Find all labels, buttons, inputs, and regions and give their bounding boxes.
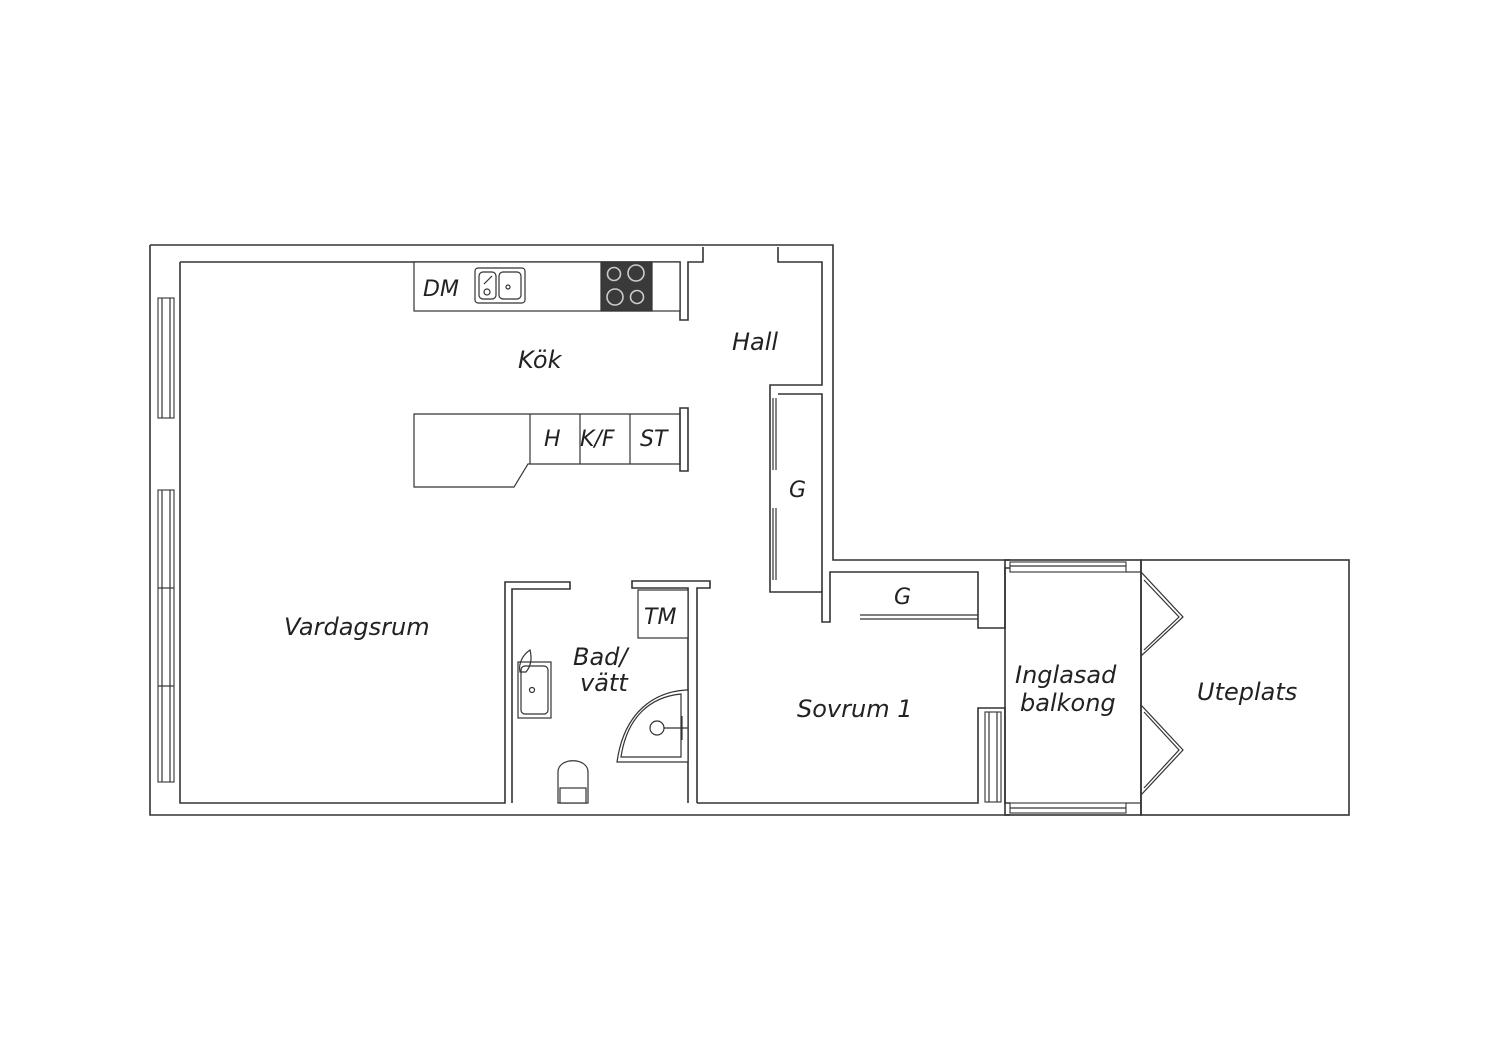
wardrobe-wall	[778, 393, 823, 592]
stove-icon	[600, 261, 653, 312]
window-icon	[157, 489, 175, 783]
room-label-balcony-line1: Inglasad	[1015, 661, 1117, 689]
label-washing-machine: TM	[644, 605, 676, 630]
shower-icon	[616, 689, 689, 763]
label-oven: H	[544, 427, 561, 452]
door-icon	[860, 614, 978, 620]
island-wall	[679, 407, 689, 472]
room-label-bathroom-line2: vätt	[580, 669, 629, 697]
washbasin-icon	[517, 649, 552, 719]
washing-machine	[637, 589, 689, 639]
label-storage: ST	[640, 427, 669, 452]
door-icon	[1140, 571, 1184, 796]
room-label-living-room: Vardagsrum	[284, 613, 430, 641]
label-fridge-freezer: K/F	[580, 427, 615, 452]
toilet-icon	[557, 760, 589, 804]
room-label-balcony-line2: balkong	[1020, 689, 1116, 717]
window-icon	[984, 711, 1002, 803]
room-label-hall: Hall	[732, 328, 778, 356]
label-dishwasher: DM	[423, 277, 459, 302]
inner-wall	[179, 262, 571, 804]
room-label-terrace: Uteplats	[1197, 678, 1297, 706]
room-label-kitchen: Kök	[518, 346, 563, 374]
inner-wall-bottom	[631, 580, 1010, 804]
door-icon	[772, 398, 777, 580]
room-label-bedroom: Sovrum 1	[797, 695, 912, 723]
label-wardrobe-hall: G	[789, 478, 806, 503]
room-label-bathroom-line1: Bad/	[573, 643, 630, 671]
window-icon	[1009, 561, 1141, 814]
outer-wall	[149, 244, 1010, 816]
window-icon	[157, 297, 175, 419]
label-wardrobe-bedroom: G	[894, 585, 911, 610]
terrace-outline	[1140, 559, 1350, 816]
sink-icon	[474, 267, 526, 304]
